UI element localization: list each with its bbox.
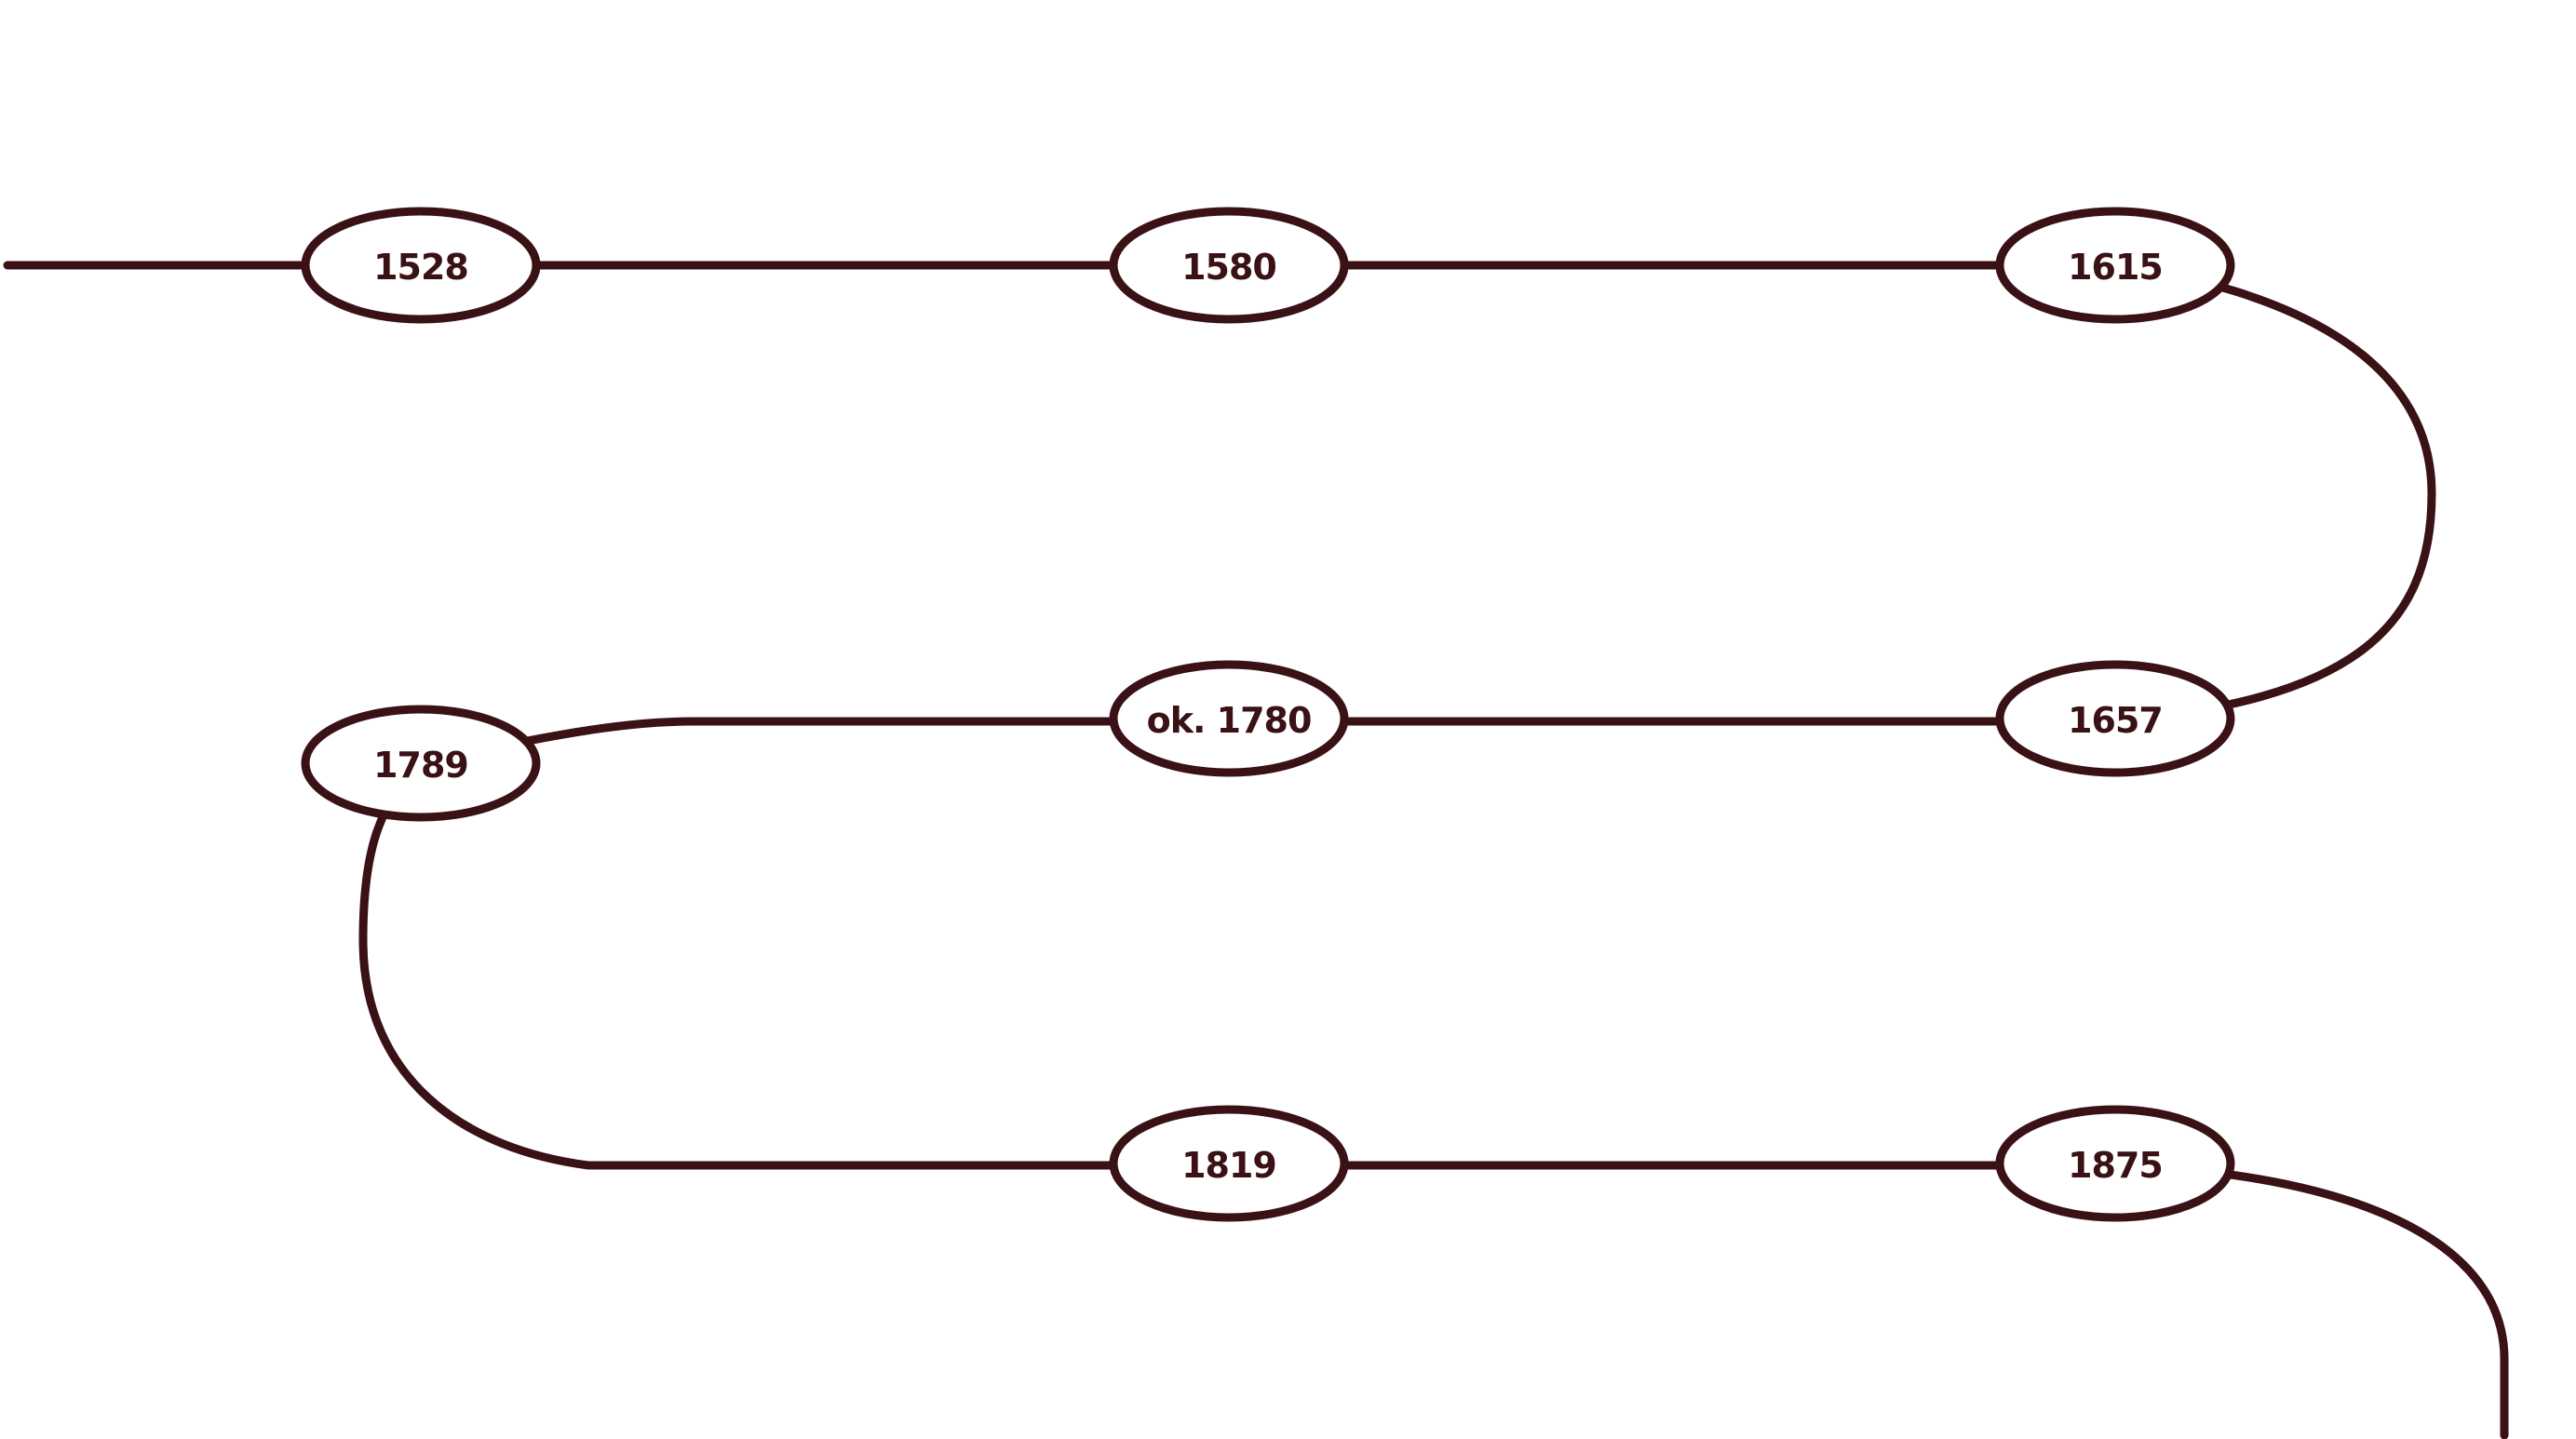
timeline-node-n1657: 1657 [1995, 660, 2235, 777]
node-ellipse [1995, 660, 2235, 777]
node-ellipse [1109, 207, 1349, 324]
node-label: 1657 [2068, 700, 2163, 741]
timeline-path [3, 261, 2509, 1439]
node-ellipse [1109, 1105, 1349, 1222]
node-ellipse [301, 705, 541, 822]
timeline-node-n1789: 1789 [301, 705, 541, 822]
node-ellipse [1109, 660, 1349, 777]
timeline-node-nok1780: ok. 1780 [1109, 660, 1349, 777]
node-label: ok. 1780 [1147, 700, 1312, 741]
nodes-layer: 1528 1580 1615 1657 ok. 1780 1789 1819 1875 [301, 207, 2235, 1222]
timeline-node-n1615: 1615 [1995, 207, 2235, 324]
node-label: 1789 [373, 745, 468, 786]
timeline-node-n1875: 1875 [1995, 1105, 2235, 1222]
node-ellipse [301, 207, 541, 324]
node-label: 1528 [373, 247, 468, 288]
timeline-node-n1819: 1819 [1109, 1105, 1349, 1222]
node-label: 1580 [1181, 247, 1276, 288]
node-label: 1819 [1181, 1145, 1276, 1186]
node-label: 1875 [2068, 1145, 2163, 1186]
node-ellipse [1995, 1105, 2235, 1222]
node-label: 1615 [2068, 247, 2163, 288]
node-ellipse [1995, 207, 2235, 324]
timeline-node-n1580: 1580 [1109, 207, 1349, 324]
timeline-node-n1528: 1528 [301, 207, 541, 324]
